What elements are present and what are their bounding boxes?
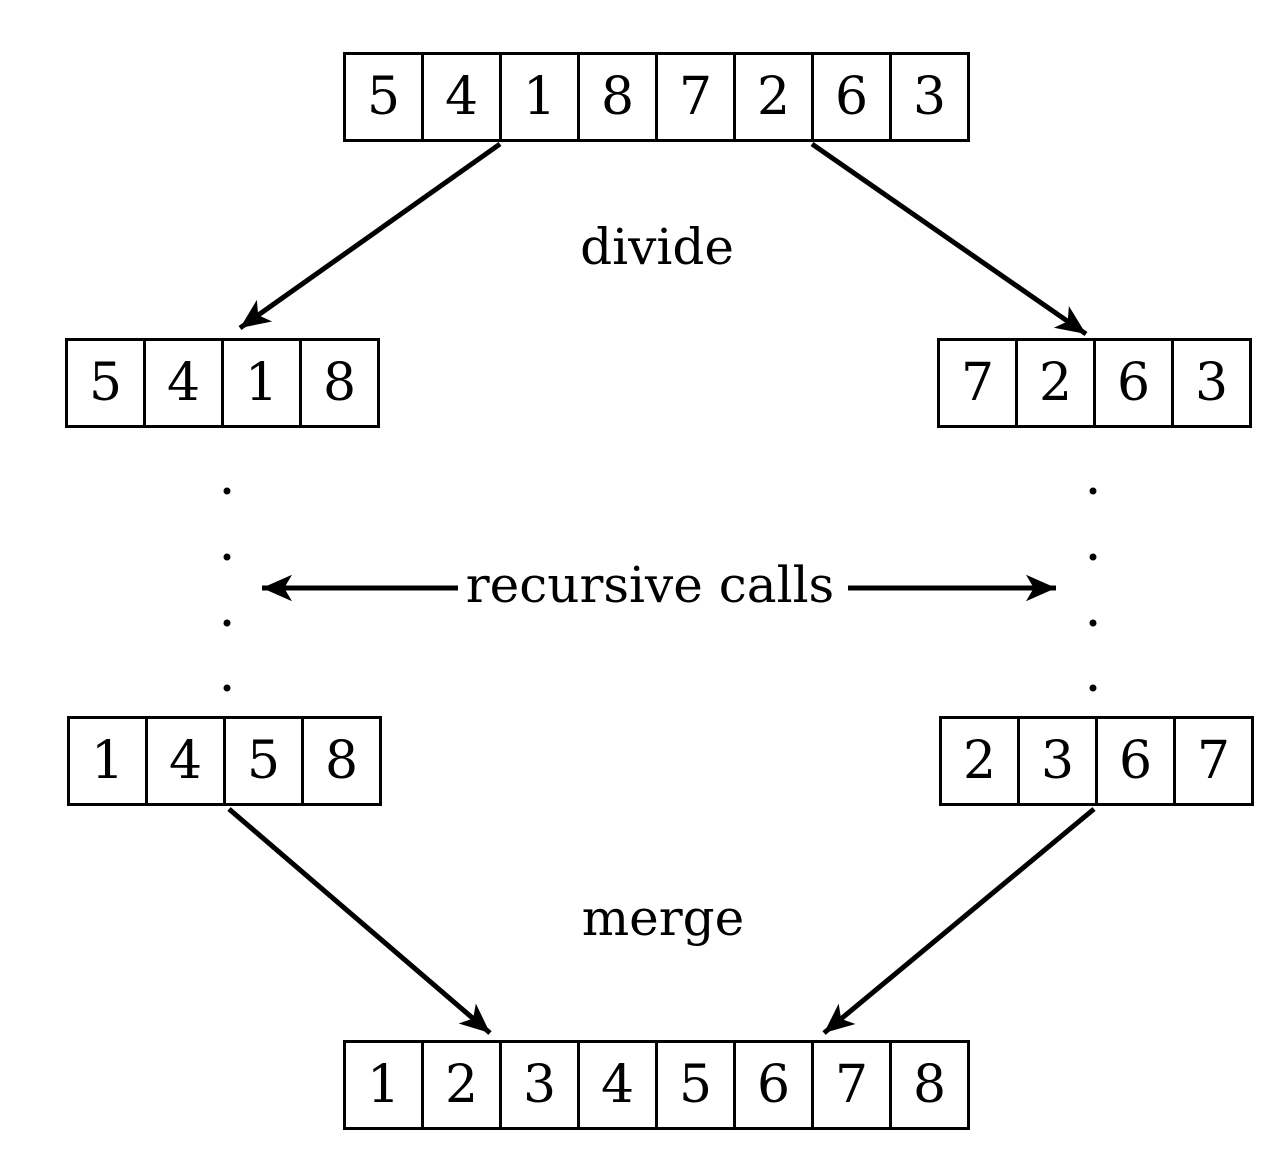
array-cell: 2 <box>421 1043 499 1127</box>
array-cell: 3 <box>499 1043 577 1127</box>
array-cell: 7 <box>1173 719 1251 803</box>
dot <box>223 684 231 692</box>
array-cell: 3 <box>1017 719 1095 803</box>
array-right-sorted: 2 3 6 7 <box>939 716 1254 806</box>
array-cell: 3 <box>889 55 967 139</box>
dot <box>1089 619 1097 627</box>
array-cell: 8 <box>301 719 379 803</box>
divide-label: divide <box>580 218 734 276</box>
array-cell: 6 <box>1095 719 1173 803</box>
array-cell: 5 <box>655 1043 733 1127</box>
array-cell: 4 <box>577 1043 655 1127</box>
array-left-half: 5 4 1 8 <box>65 338 380 428</box>
array-input: 5 4 1 8 7 2 6 3 <box>343 52 970 142</box>
array-cell: 7 <box>655 55 733 139</box>
array-cell: 6 <box>733 1043 811 1127</box>
array-cell: 1 <box>499 55 577 139</box>
array-merged: 1 2 3 4 5 6 7 8 <box>343 1040 970 1130</box>
dot <box>1089 553 1097 561</box>
dot <box>1089 684 1097 692</box>
dot <box>223 487 231 495</box>
array-cell: 8 <box>577 55 655 139</box>
array-cell: 4 <box>143 341 221 425</box>
array-cell: 4 <box>421 55 499 139</box>
array-cell: 2 <box>962 731 997 791</box>
array-cell: 6 <box>811 55 889 139</box>
dot <box>223 553 231 561</box>
merge-label: merge <box>581 889 745 947</box>
left-dotted-line <box>223 487 231 692</box>
array-cell: 1 <box>90 731 125 791</box>
array-right-half: 7 2 6 3 <box>937 338 1252 428</box>
dot <box>1089 487 1097 495</box>
array-cell: 3 <box>1171 341 1249 425</box>
array-cell: 7 <box>811 1043 889 1127</box>
array-cell: 5 <box>88 353 123 413</box>
merge-left-arrow <box>227 807 492 1035</box>
divide-left-arrow <box>238 141 502 331</box>
array-cell: 5 <box>223 719 301 803</box>
array-cell: 4 <box>145 719 223 803</box>
array-cell: 6 <box>1093 341 1171 425</box>
array-left-sorted: 1 4 5 8 <box>67 716 382 806</box>
array-cell: 8 <box>299 341 377 425</box>
divide-right-arrow <box>810 141 1088 337</box>
right-dotted-line <box>1089 487 1097 692</box>
array-cell: 8 <box>889 1043 967 1127</box>
array-cell: 7 <box>960 353 995 413</box>
array-cell: 2 <box>1015 341 1093 425</box>
merge-right-arrow <box>822 807 1096 1035</box>
array-cell: 1 <box>221 341 299 425</box>
array-cell: 2 <box>733 55 811 139</box>
array-cell: 5 <box>366 67 401 127</box>
dot <box>223 619 231 627</box>
array-cell: 1 <box>366 1055 401 1115</box>
recursive-calls-label: recursive calls <box>465 556 835 614</box>
